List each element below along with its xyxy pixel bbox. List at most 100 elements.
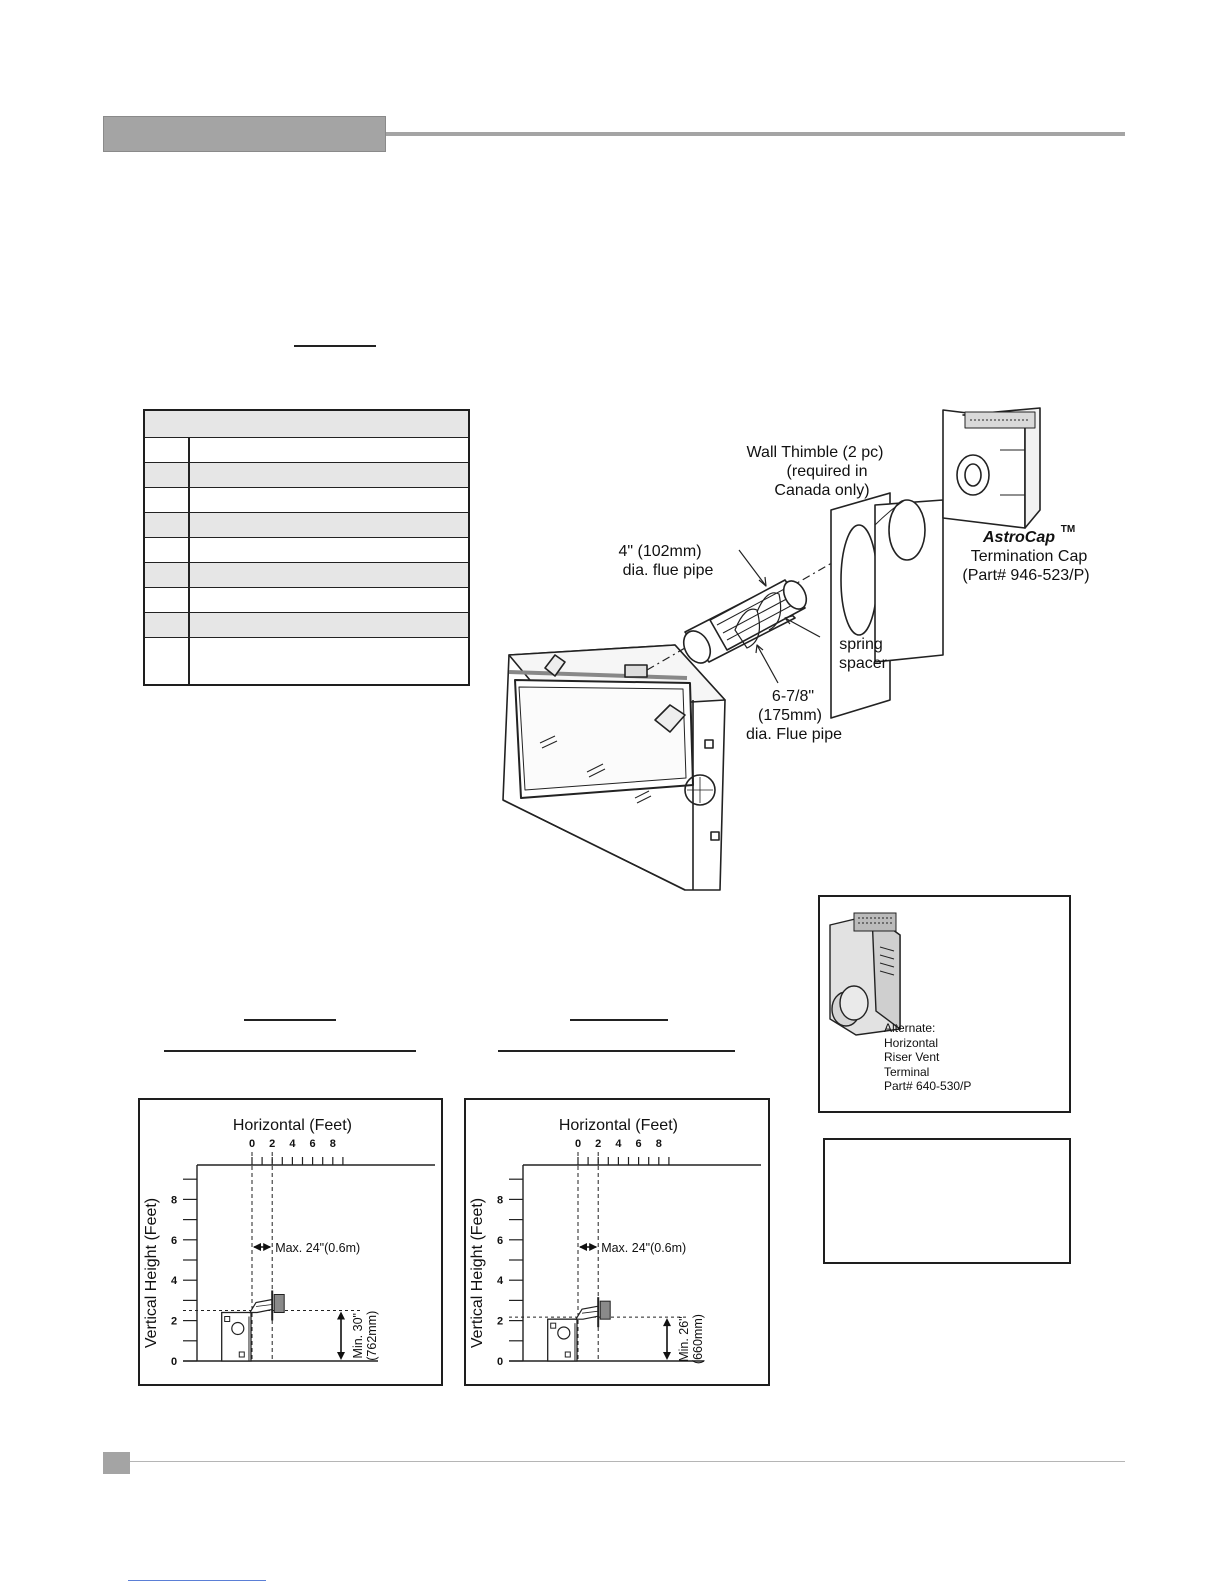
table-row — [145, 637, 468, 684]
y-tick-label: 4 — [171, 1275, 178, 1287]
min-height-label: Min. 30" — [351, 1313, 365, 1358]
y-tick-label: 2 — [497, 1316, 503, 1328]
table-row — [145, 512, 468, 537]
y-tick-label: 0 — [497, 1356, 503, 1368]
fireplace-unit — [221, 1311, 252, 1362]
table-row — [145, 462, 468, 487]
arrow-head-up — [663, 1318, 671, 1327]
flue-4in-label-line2: dia. flue pipe — [623, 562, 714, 579]
fireplace-unit — [547, 1318, 578, 1362]
min-height-label: Min. 26" — [677, 1316, 691, 1361]
arrow-head-down — [337, 1352, 345, 1360]
section-header-tab — [103, 116, 386, 152]
table-row — [145, 562, 468, 587]
footer-rule — [130, 1461, 1125, 1462]
arrow-head-up — [337, 1311, 345, 1320]
heading-underline — [294, 345, 376, 347]
min-height-label: (762mm) — [365, 1311, 379, 1361]
flue-678-label-line3: dia. Flue pipe — [746, 726, 842, 743]
table-row — [145, 537, 468, 562]
x-tick-label: 4 — [615, 1138, 622, 1150]
termination-cap-drawing — [942, 407, 1041, 529]
y-tick-label: 0 — [171, 1356, 177, 1368]
riser-caption-line: Horizontal — [884, 1035, 939, 1050]
riser-caption-line: Riser Vent — [884, 1050, 940, 1064]
arrow-head-right — [589, 1243, 598, 1251]
flue-678-label-line2: (175mm) — [758, 707, 822, 724]
astrocap-trademark: TM — [1061, 524, 1075, 535]
vent-pipe-seam — [581, 1310, 599, 1314]
x-tick-label: 4 — [289, 1138, 296, 1150]
table-row — [145, 437, 468, 462]
chart-2-subtitle-underline — [498, 1050, 735, 1052]
x-tick-label: 6 — [636, 1138, 642, 1150]
y-tick-label: 6 — [497, 1235, 503, 1247]
max-horizontal-label: Max. 24"(0.6m) — [275, 1241, 360, 1255]
riser-caption-line: Terminal — [884, 1064, 930, 1079]
table-row — [145, 587, 468, 612]
y-axis-label: Vertical Height (Feet) — [143, 1198, 160, 1348]
riser-vent-terminal-caption: Alternate: Horizontal Riser Vent Termina… — [884, 1021, 971, 1094]
y-tick-label: 8 — [171, 1194, 177, 1206]
spring-spacer-label-line2: spacer — [839, 655, 888, 672]
flue-pipe-drawing — [682, 549, 821, 684]
vent-exploded-illustration: Wall Thimble (2 pc) (required in Canada … — [502, 407, 1090, 891]
table-row — [145, 612, 468, 637]
x-tick-label: 2 — [269, 1138, 275, 1150]
fireplace-bracket — [564, 1351, 571, 1358]
wall-thimble-label-line2: (required in — [787, 463, 868, 480]
fireplace-knockout — [231, 1321, 245, 1336]
fireplace-bracket — [238, 1351, 245, 1358]
riser-caption-line: Part# 640-530/P — [884, 1079, 972, 1093]
vent-pipe-seam — [255, 1304, 273, 1307]
x-axis-label: Horizontal (Feet) — [559, 1117, 678, 1134]
wall-thimble-label-line1: Wall Thimble (2 pc) — [747, 444, 884, 461]
section-header-rule — [386, 132, 1125, 136]
spring-spacer-label-line1: spring — [839, 636, 883, 653]
x-tick-label: 6 — [310, 1138, 316, 1150]
min-height-label: (660mm) — [691, 1314, 705, 1364]
flue-678-label-line1: 6-7/8" — [772, 688, 814, 705]
y-tick-label: 4 — [497, 1275, 504, 1287]
x-tick-label: 0 — [575, 1138, 581, 1150]
fireplace-bracket — [550, 1322, 557, 1329]
astrocap-brand-label: AstroCap — [982, 529, 1055, 546]
x-tick-label: 2 — [595, 1138, 601, 1150]
fireplace-knockout — [557, 1326, 571, 1340]
arrow-head-right — [263, 1243, 272, 1251]
termination-cap — [273, 1294, 285, 1313]
chart-1-subtitle-underline — [164, 1050, 416, 1052]
arrow-head-left — [579, 1243, 587, 1251]
arrow-head-down — [663, 1352, 671, 1360]
vent-kit-table — [143, 409, 470, 686]
chart-2-title-underline — [570, 1019, 668, 1021]
arrow-head-left — [253, 1243, 261, 1251]
bottom-link-underline — [128, 1580, 266, 1581]
y-tick-label: 8 — [497, 1194, 503, 1206]
x-tick-label: 8 — [330, 1138, 336, 1150]
table-row — [145, 487, 468, 512]
riser-vent-terminal-drawing — [829, 912, 901, 1036]
table-header-row — [145, 411, 468, 437]
fireplace-bracket — [224, 1316, 231, 1322]
termination-cap-label-line1: Termination Cap — [971, 548, 1088, 565]
y-tick-label: 2 — [171, 1316, 177, 1328]
riser-caption-line: Alternate: — [884, 1021, 936, 1035]
chart-1-title-underline — [244, 1019, 336, 1021]
note-box — [823, 1138, 1071, 1264]
fireplace-unit-drawing — [502, 644, 726, 891]
x-tick-label: 0 — [249, 1138, 255, 1150]
termination-cap — [599, 1300, 611, 1320]
riser-vent-terminal-box: Alternate: Horizontal Riser Vent Termina… — [818, 895, 1071, 1113]
y-axis-label: Vertical Height (Feet) — [469, 1198, 486, 1348]
page-number-box — [103, 1452, 130, 1474]
x-tick-label: 8 — [656, 1138, 662, 1150]
wall-thimble-drawing — [830, 492, 944, 719]
x-axis-label: Horizontal (Feet) — [233, 1117, 352, 1134]
flue-4in-label-line1: 4" (102mm) — [618, 543, 701, 560]
max-horizontal-label: Max. 24"(0.6m) — [601, 1241, 686, 1255]
